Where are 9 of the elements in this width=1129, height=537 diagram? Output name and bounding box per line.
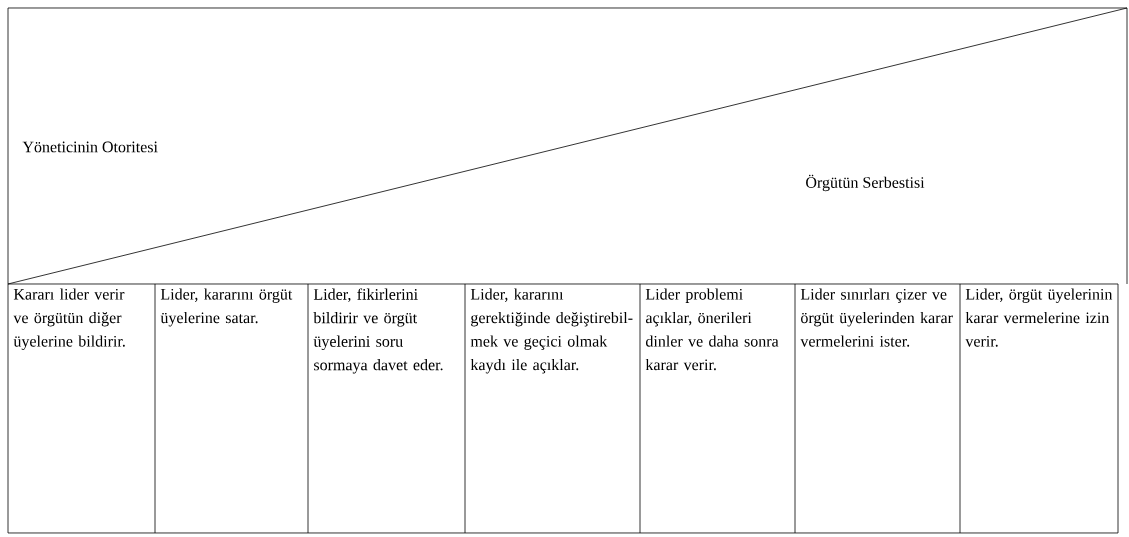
cell-text: Lider sınırları çizer ve örgüt üyelerinden karar vermelerini ister. — [800, 288, 953, 347]
cell-text: Lider problemi açıklar, önerileri dinler ve daha sonra karar verir. — [645, 288, 779, 371]
cell-text: Kararı lider verir ve örgütün diğer üyelerine bildirir. — [13, 288, 125, 350]
cell-text: Lider, kararını örgüt üyelerine satar. — [160, 288, 293, 327]
axis-label: Yöneticinin Otoritesi — [22, 141, 158, 153]
cell-text: Lider, kararını gerektiğinde değiştirebil-mek ve geçici olmak kaydı ile açıklar. — [470, 288, 633, 374]
cell-text: Lider, fikirlerini bildirir ve örgüt üyelerini soru sormaya davet eder. — [313, 288, 443, 374]
cell-text: Lider, örgüt üyelerinin karar vermelerine izin verir. — [965, 288, 1113, 347]
axis-label: Örgütün Serbestisi — [806, 174, 925, 192]
